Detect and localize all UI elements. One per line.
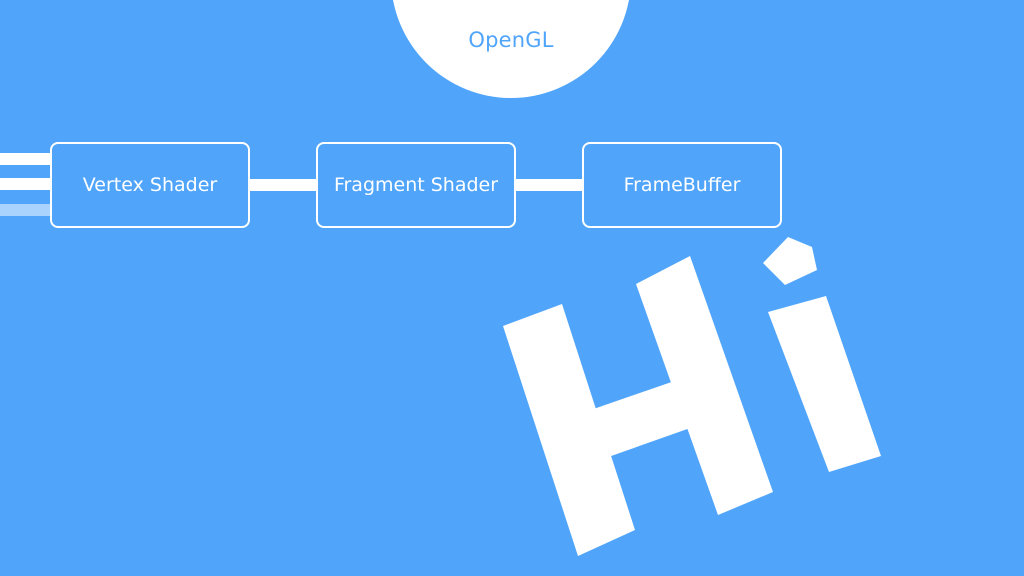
input-line bbox=[0, 178, 50, 190]
framebuffer-label: FrameBuffer bbox=[623, 174, 741, 196]
hi-letter-h-left-stem bbox=[503, 304, 635, 556]
vertex-shader-box: Vertex Shader bbox=[50, 142, 250, 228]
input-line-faded bbox=[0, 204, 50, 216]
opengl-label: OpenGL bbox=[468, 28, 554, 52]
vertex-shader-label: Vertex Shader bbox=[82, 174, 218, 196]
hi-letter-i-dot bbox=[763, 237, 817, 285]
fragment-shader-label: Fragment Shader bbox=[333, 174, 499, 196]
connector-vertex-to-fragment bbox=[250, 179, 316, 191]
input-line bbox=[0, 153, 50, 165]
hi-letter-h-right-stem bbox=[636, 256, 773, 515]
connector-fragment-to-framebuffer bbox=[516, 179, 582, 191]
hi-letter-i-stem bbox=[768, 296, 881, 472]
fragment-shader-box: Fragment Shader bbox=[316, 142, 516, 228]
framebuffer-box: FrameBuffer bbox=[582, 142, 782, 228]
